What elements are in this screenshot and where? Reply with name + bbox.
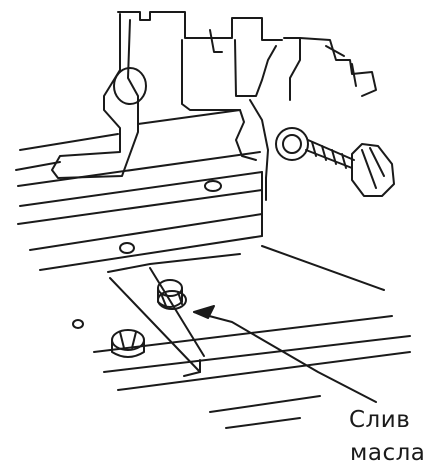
base-plate — [72, 245, 411, 429]
engine-casing — [51, 11, 301, 179]
callout-arrow — [193, 305, 377, 403]
callout-label-line-2: масла — [350, 440, 426, 466]
bolt-head — [111, 329, 145, 358]
mounting-bracket — [299, 37, 377, 97]
oil-drain-plug — [157, 279, 187, 310]
frame-rails — [15, 109, 267, 271]
oil-filler-plug — [275, 127, 395, 197]
callout-label-line-1: Слив — [349, 407, 411, 433]
